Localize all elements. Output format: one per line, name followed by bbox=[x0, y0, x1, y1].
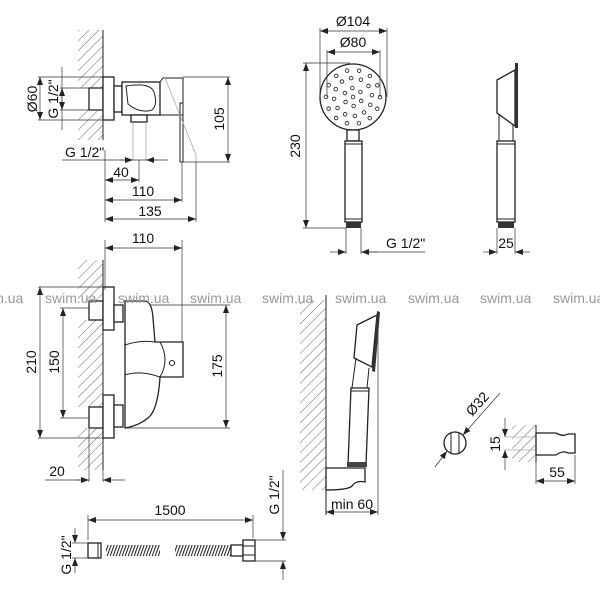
dim-hose-length: 1500 bbox=[154, 502, 185, 518]
spray-hole bbox=[367, 115, 373, 121]
spray-hole bbox=[333, 115, 339, 121]
handshower-side-view: 25 bbox=[483, 63, 530, 255]
watermark: swim.ua bbox=[45, 290, 97, 306]
spray-hole bbox=[343, 99, 348, 105]
spray-hole bbox=[358, 89, 363, 95]
mixer-front-dimensions: 110 210 150 175 20 bbox=[23, 230, 230, 483]
handshower-front-view bbox=[319, 63, 387, 228]
watermark: swim.ua bbox=[0, 290, 24, 306]
spray-hole bbox=[333, 73, 339, 79]
hose-view: 1500 G 1/2" G 1/2" bbox=[58, 470, 286, 580]
watermark: swim.ua bbox=[190, 290, 242, 306]
spray-holes bbox=[323, 68, 383, 126]
spray-hole bbox=[344, 121, 350, 126]
watermark: swim.ua bbox=[553, 290, 600, 306]
spray-hole bbox=[367, 73, 373, 79]
spray-hole bbox=[366, 83, 371, 89]
spray-hole bbox=[333, 86, 338, 92]
dim-height-210: 210 bbox=[23, 350, 39, 374]
spray-hole bbox=[375, 83, 380, 88]
dim-135: 135 bbox=[138, 203, 162, 219]
spray-hole bbox=[326, 82, 331, 88]
spray-hole bbox=[356, 121, 362, 126]
spray-hole bbox=[369, 92, 375, 98]
spray-hole bbox=[352, 113, 358, 119]
dim-110: 110 bbox=[132, 183, 155, 199]
dim-hose-left-thread: G 1/2" bbox=[58, 535, 74, 574]
dim-spacing-150: 150 bbox=[46, 350, 62, 374]
dim-outlet-thread: G 1/2" bbox=[65, 144, 104, 160]
watermark: swim.ua bbox=[118, 290, 170, 306]
watermark: swim.ua bbox=[335, 290, 387, 306]
watermark: swim.ua bbox=[480, 290, 532, 306]
dim-inlet-thread: G 1/2" bbox=[45, 79, 61, 118]
spray-hole bbox=[356, 68, 362, 73]
spray-hole bbox=[375, 106, 380, 112]
spray-hole bbox=[350, 94, 356, 100]
dim-depth-55: 55 bbox=[549, 464, 565, 480]
holder-detail-view: Ø32 15 55 bbox=[434, 388, 576, 484]
spray-hole bbox=[361, 110, 367, 115]
mixer-side-dimensions: Ø60 G 1/2" 105 G 1/2" 40 110 135 bbox=[24, 67, 231, 222]
spray-hole bbox=[368, 102, 373, 108]
spray-hole bbox=[342, 112, 348, 117]
dim-height-15: 15 bbox=[487, 436, 503, 452]
holder-with-handshower-view: min 60 bbox=[300, 295, 380, 515]
watermark-row: swim.ua swim.ua swim.ua swim.ua swim.ua … bbox=[0, 290, 600, 306]
handshower-front-dimensions: Ø104 Ø80 230 G 1/2" bbox=[287, 13, 425, 255]
spray-hole bbox=[344, 68, 350, 73]
dim-diameter-80: Ø80 bbox=[340, 34, 367, 50]
spray-hole bbox=[339, 79, 345, 84]
watermark: swim.ua bbox=[262, 290, 314, 306]
spray-hole bbox=[351, 103, 356, 109]
spray-hole bbox=[326, 106, 331, 111]
dim-offset-20: 20 bbox=[49, 463, 65, 479]
mixer-side-view bbox=[78, 30, 197, 163]
mixer-front-view bbox=[78, 260, 184, 470]
spray-hole bbox=[348, 75, 354, 81]
dim-diameter-32: Ø32 bbox=[462, 388, 492, 419]
dim-thread-g12: G 1/2" bbox=[386, 235, 425, 251]
dim-diameter-60: Ø60 bbox=[24, 86, 40, 113]
spray-hole bbox=[335, 105, 340, 111]
dim-height-175: 175 bbox=[209, 354, 225, 378]
spray-hole bbox=[342, 90, 348, 96]
dim-diameter-104: Ø104 bbox=[336, 13, 370, 29]
spray-hole bbox=[358, 77, 364, 82]
dim-40: 40 bbox=[113, 164, 129, 180]
dim-length-230: 230 bbox=[287, 134, 303, 158]
dim-hose-right-thread: G 1/2" bbox=[266, 475, 282, 514]
spray-hole bbox=[358, 98, 364, 104]
dim-width-25: 25 bbox=[498, 235, 514, 251]
watermark: swim.ua bbox=[408, 290, 460, 306]
spray-hole bbox=[331, 96, 337, 102]
spray-hole bbox=[350, 85, 355, 91]
dim-height-105: 105 bbox=[211, 107, 227, 131]
dim-min-60: min 60 bbox=[331, 496, 373, 512]
dim-width-110: 110 bbox=[132, 230, 155, 246]
